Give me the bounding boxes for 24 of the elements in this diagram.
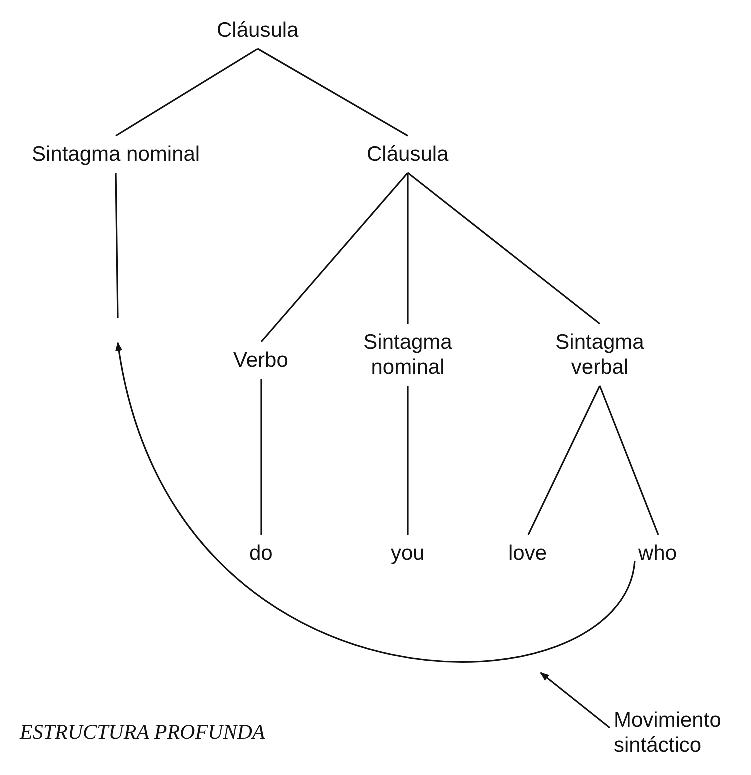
tree-branch (599, 386, 660, 536)
word-label: do (250, 541, 273, 566)
annotation-text: Movimiento sintáctico (614, 708, 751, 758)
movement-arrow (116, 342, 636, 663)
phrase-label: Sintagma nominal (32, 142, 200, 167)
tree-branch (408, 172, 600, 325)
tree-branch (258, 48, 408, 137)
tree-branch (260, 379, 262, 535)
tree-branch (116, 48, 258, 137)
phrase-label: Cláusula (367, 142, 449, 167)
phrase-label: Sintagma verbal (545, 330, 655, 380)
tree-branch (260, 172, 409, 343)
tree-branch (407, 386, 409, 535)
leader-line (540, 672, 610, 729)
phrase-label: Cláusula (217, 18, 299, 43)
phrase-label: Sintagma nominal (353, 330, 463, 380)
tree-branch (115, 172, 119, 318)
tree-branch (528, 386, 601, 536)
phrase-label: Verbo (234, 348, 288, 373)
tree-branch (407, 173, 409, 324)
word-label: love (508, 541, 548, 566)
word-label: you (391, 541, 425, 566)
word-label: who (638, 541, 678, 566)
diagram-caption: ESTRUCTURA PROFUNDA (20, 720, 266, 745)
